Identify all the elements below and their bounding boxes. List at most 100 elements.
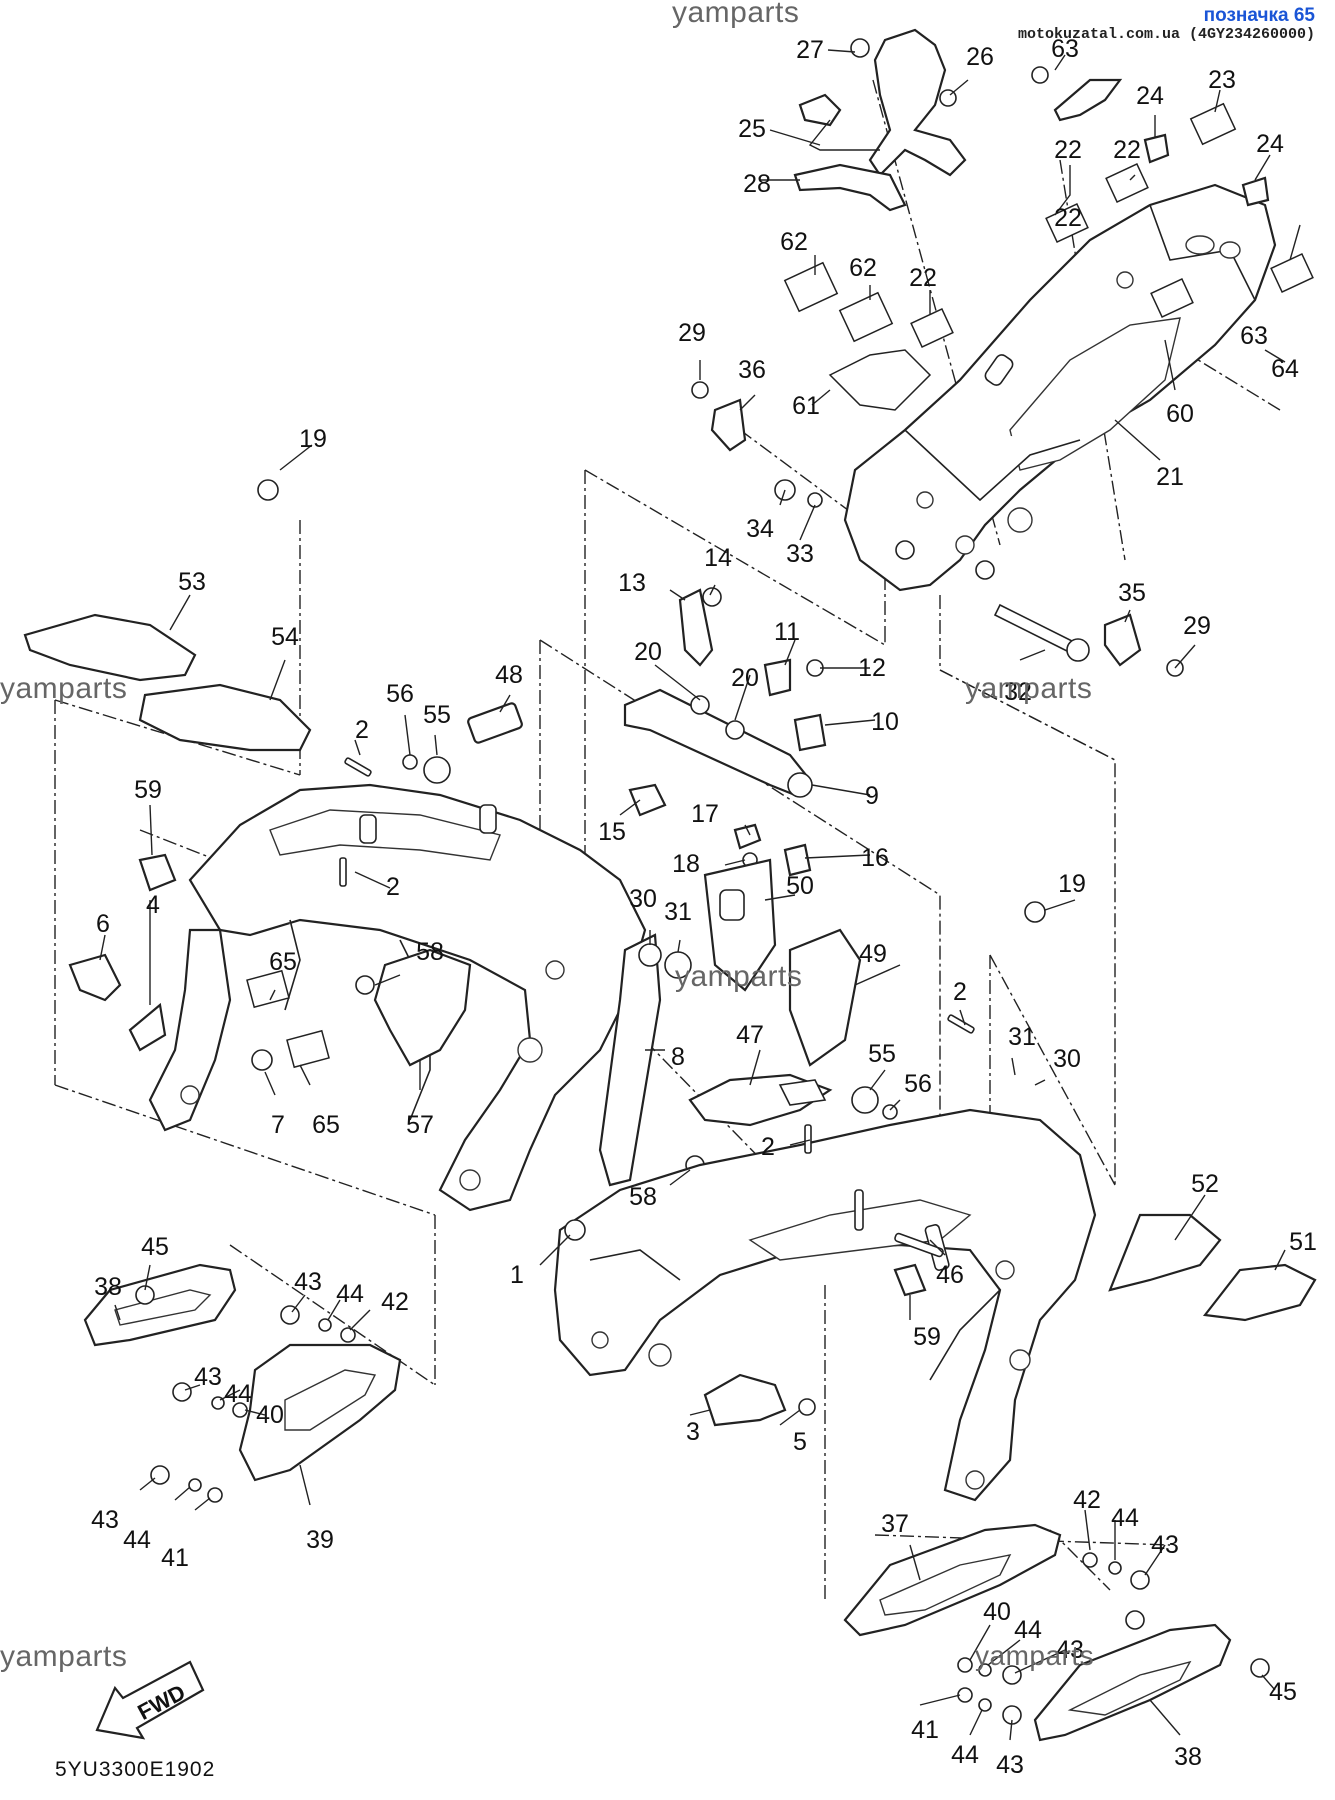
callout-39: 39	[306, 1526, 334, 1554]
watermark: yamparts	[0, 1640, 128, 1673]
callout-1: 1	[510, 1261, 524, 1289]
bracket-63	[1053, 78, 1123, 122]
hardware-left	[135, 1285, 356, 1503]
brand-mark[interactable]: позначка 65	[1203, 5, 1315, 26]
watermark: yamparts	[975, 1640, 1095, 1671]
callout-59: 59	[134, 776, 162, 804]
callout-22: 22	[1054, 136, 1082, 164]
callout-29: 29	[1183, 612, 1211, 640]
callout-11: 11	[774, 618, 800, 646]
callout-43: 43	[996, 1751, 1024, 1779]
brand-site[interactable]: motokuzatal.com.ua (4GY234260000)	[1017, 25, 1315, 43]
pin-46	[894, 1232, 944, 1258]
cover-54	[138, 683, 312, 752]
callout-20: 20	[634, 638, 662, 666]
callout-57: 57	[406, 1111, 434, 1139]
callout-16: 16	[861, 844, 889, 872]
callout-44: 44	[336, 1280, 364, 1308]
callout-22: 22	[1054, 204, 1082, 232]
callout-29: 29	[678, 319, 706, 347]
callout-32: 32	[1004, 678, 1032, 706]
callout-40: 40	[256, 1401, 284, 1429]
watermark: yamparts	[675, 960, 803, 993]
clip-7	[251, 1049, 273, 1071]
cover-53	[23, 613, 197, 682]
bolt-59b	[893, 1263, 927, 1297]
callout-33: 33	[786, 540, 814, 568]
callout-22: 22	[909, 264, 937, 292]
cover-51	[1202, 1263, 1317, 1322]
callout-30: 30	[1053, 1045, 1081, 1073]
callout-63: 63	[1240, 322, 1268, 350]
callout-55: 55	[423, 701, 451, 729]
callout-43: 43	[91, 1506, 119, 1534]
callout-42: 42	[381, 1288, 409, 1316]
covers-37-38-right	[843, 1523, 1232, 1742]
callout-48: 48	[495, 661, 523, 689]
collar-30	[638, 943, 662, 967]
callout-2: 2	[953, 978, 967, 1006]
callout-38: 38	[1174, 1743, 1202, 1771]
callout-50: 50	[786, 872, 814, 900]
diagram-code: 5YU3300E1902	[55, 1758, 216, 1781]
bolt-63	[1031, 66, 1049, 84]
callout-38: 38	[94, 1273, 122, 1301]
watermark: yamparts	[672, 0, 800, 29]
callout-45: 45	[1269, 1678, 1297, 1706]
callout-4: 4	[146, 891, 160, 919]
callout-34: 34	[746, 515, 774, 543]
callout-25: 25	[738, 115, 766, 143]
callout-37: 37	[881, 1510, 909, 1538]
bolt-19a	[257, 479, 279, 501]
caps-24	[1143, 133, 1270, 207]
callout-44: 44	[1111, 1504, 1139, 1532]
callout-58: 58	[416, 938, 444, 966]
callout-59: 59	[913, 1323, 941, 1351]
bracket-6	[68, 953, 122, 1002]
bolt-59a	[138, 853, 177, 892]
callout-31: 31	[664, 898, 692, 926]
left-frame	[148, 783, 647, 1212]
covers-49-50-47	[688, 858, 862, 1127]
watermark: yamparts	[0, 672, 128, 705]
callout-41: 41	[161, 1544, 189, 1572]
callout-35: 35	[1118, 579, 1146, 607]
callout-42: 42	[1073, 1486, 1101, 1514]
bracket-25	[793, 28, 967, 212]
callout-28: 28	[743, 170, 771, 198]
callout-30: 30	[629, 885, 657, 913]
callout-7: 7	[271, 1111, 285, 1139]
decals	[783, 102, 1314, 411]
callout-43: 43	[194, 1363, 222, 1391]
bolt-19b	[1024, 901, 1046, 923]
callout-43: 43	[294, 1268, 322, 1296]
washer-56b	[882, 1104, 898, 1120]
callout-18: 18	[672, 850, 700, 878]
callout-58: 58	[629, 1183, 657, 1211]
callout-61: 61	[792, 392, 820, 420]
callout-44: 44	[1014, 1616, 1042, 1644]
callout-26: 26	[966, 43, 994, 71]
callout-19: 19	[299, 425, 327, 453]
center-bracket-9	[623, 587, 827, 877]
callout-2: 2	[386, 873, 400, 901]
callout-52: 52	[1191, 1170, 1219, 1198]
decal-65b	[286, 1029, 330, 1069]
callout-10: 10	[871, 708, 899, 736]
callout-44: 44	[123, 1526, 151, 1554]
callout-41: 41	[911, 1716, 939, 1744]
callout-43: 43	[1056, 1636, 1084, 1664]
callout-45: 45	[141, 1233, 169, 1261]
callout-53: 53	[178, 568, 206, 596]
callout-55: 55	[868, 1040, 896, 1068]
callout-62: 62	[849, 254, 877, 282]
washer-56a	[402, 754, 418, 770]
callout-5: 5	[793, 1428, 807, 1456]
callout-27: 27	[796, 36, 824, 64]
callout-22: 22	[1113, 136, 1141, 164]
collar-55b	[851, 1086, 879, 1114]
hardware-right	[957, 1552, 1270, 1725]
watermark: yamparts	[965, 672, 1093, 705]
